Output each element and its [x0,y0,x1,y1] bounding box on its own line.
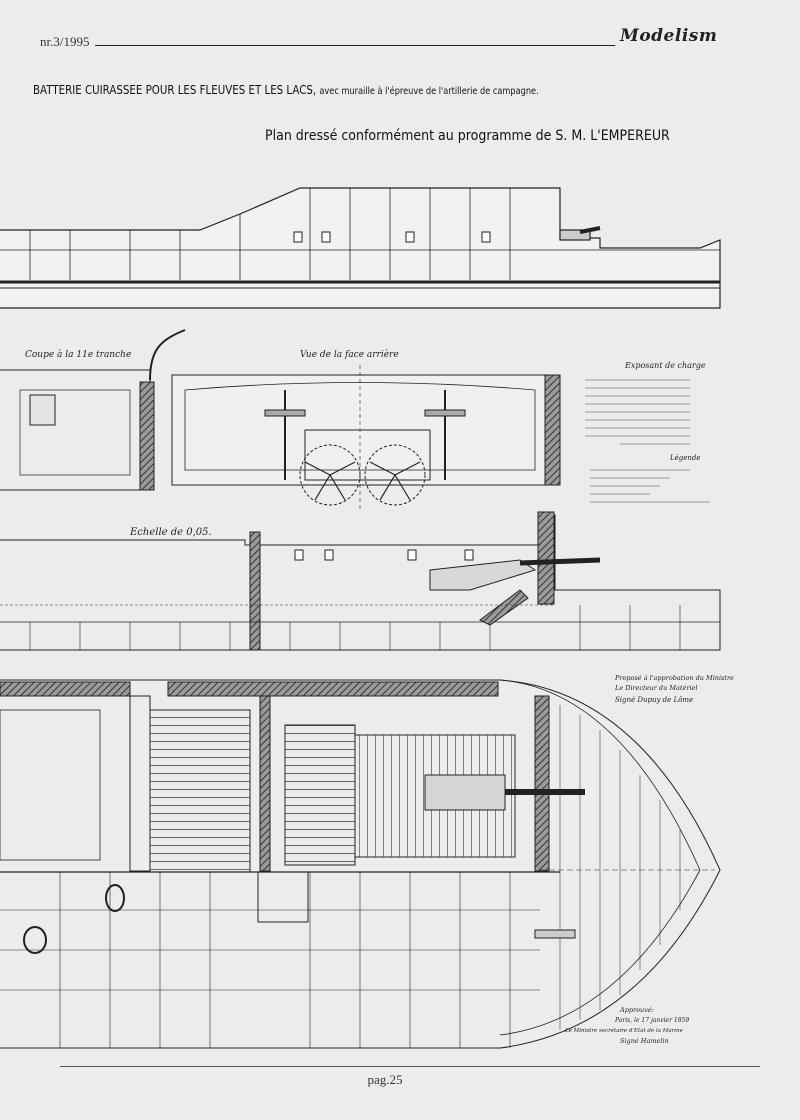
rear-view [171,365,561,510]
deck-plan [0,679,721,1049]
section-label: Coupe à la 11e tranche [25,349,131,360]
svg-text:Signé Hamelin: Signé Hamelin [620,1037,669,1045]
load-table-title: Exposant de charge [624,361,706,370]
svg-text:Paris, le 17 janvier 1859: Paris, le 17 janvier 1859 [614,1017,689,1024]
page-number: pag.25 [367,1072,403,1087]
approval-annotation: Proposé à l'approbation du Ministre Le D… [614,674,734,704]
footer-rule [60,1066,760,1067]
issue-number: nr.3/1995 [40,34,90,49]
scale-label: Echelle de 0,05. [129,527,212,538]
plate-title: BATTERIE CUIRASSEE POUR LES FLEUVES ET L… [33,82,539,97]
cross-section [0,329,186,491]
plate-subtitle: Plan dressé conformément au programme de… [265,128,670,144]
rear-view-label: Vue de la face arrière [300,349,399,360]
magazine-logo: Modelism [620,26,718,46]
svg-text:Le Ministre secrétaire d'Etat: Le Ministre secrétaire d'Etat de la Mari… [564,1027,684,1034]
longitudinal-section [0,511,721,651]
header-rule [95,45,615,46]
load-table: Exposant de charge Légende [585,361,710,503]
svg-text:Proposé à l'approbation du Min: Proposé à l'approbation du Ministre [614,674,734,682]
svg-text:Signé Dupuy de Lôme: Signé Dupuy de Lôme [615,696,693,704]
plate-title-tail: avec muraille à l'épreuve de l'artilleri… [319,86,539,97]
svg-text:Le Directeur du Matériel: Le Directeur du Matériel [614,684,697,692]
technical-drawing: Coupe à la 11e tranche Vue de la face ar… [0,187,734,1049]
side-elevation [0,187,721,309]
plate-title-main: BATTERIE CUIRASSEE POUR LES FLEUVES ET L… [33,82,317,97]
legend-title: Légende [669,454,701,462]
approved-annotation: Approuvé: Paris, le 17 janvier 1859 Le M… [564,1006,689,1045]
svg-text:Approuvé:: Approuvé: [619,1006,654,1014]
